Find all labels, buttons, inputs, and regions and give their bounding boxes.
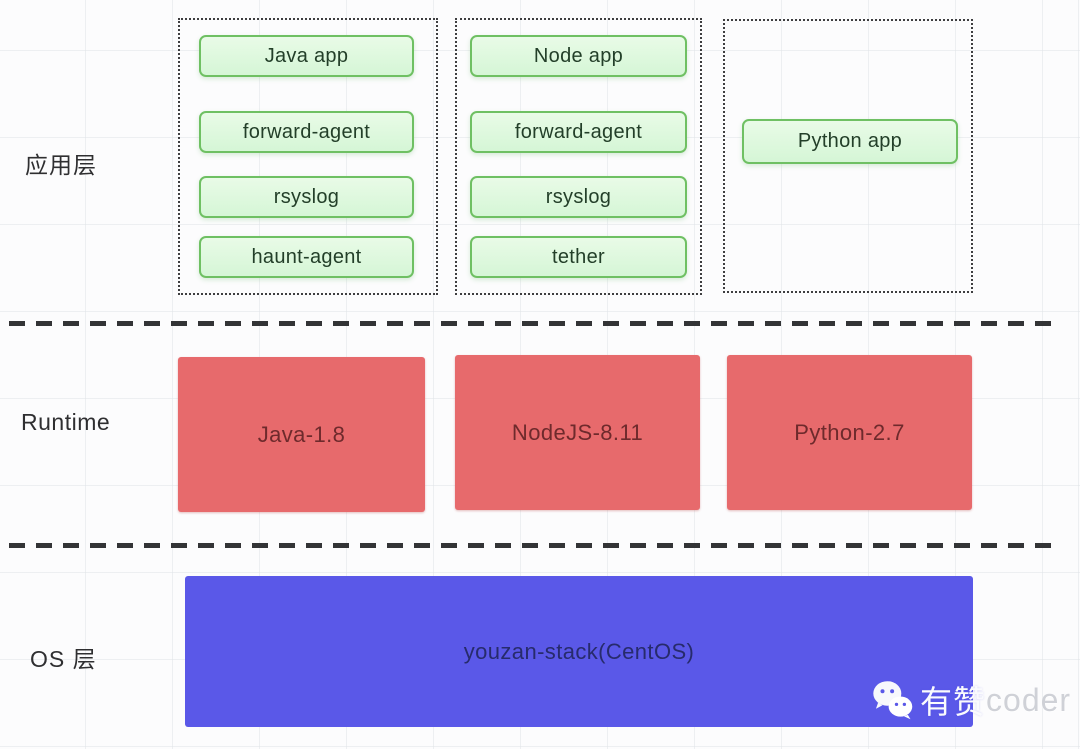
divider-app-runtime: [9, 321, 1062, 326]
divider-runtime-os: [9, 543, 1062, 548]
box-haunt-agent: haunt-agent: [199, 236, 414, 278]
wechat-icon: [873, 681, 913, 720]
box-rsyslog-java: rsyslog: [199, 176, 414, 218]
box-rsyslog-node: rsyslog: [470, 176, 687, 218]
app-group-java: [178, 18, 438, 295]
box-os-youzan-stack: youzan-stack(CentOS): [185, 576, 973, 727]
runtime-layer-label: Runtime: [21, 409, 111, 435]
box-forward-agent-java: forward-agent: [199, 111, 414, 153]
box-tether: tether: [470, 236, 687, 278]
app-group-python: [723, 19, 973, 293]
box-runtime-java: Java-1.8: [178, 357, 425, 512]
box-python-app: Python app: [742, 119, 958, 164]
watermark-brand-cn: 有赞: [920, 684, 987, 720]
app-layer-label: 应用层: [25, 152, 97, 178]
box-runtime-python: Python-2.7: [727, 355, 972, 510]
watermark-brand-en: coder: [986, 681, 1072, 718]
box-java-app: Java app: [199, 35, 414, 77]
box-runtime-nodejs: NodeJS-8.11: [455, 355, 700, 510]
box-forward-agent-node: forward-agent: [470, 111, 687, 153]
box-node-app: Node app: [470, 35, 687, 77]
os-layer-label: OS 层: [30, 646, 97, 672]
app-group-node: [455, 18, 702, 295]
